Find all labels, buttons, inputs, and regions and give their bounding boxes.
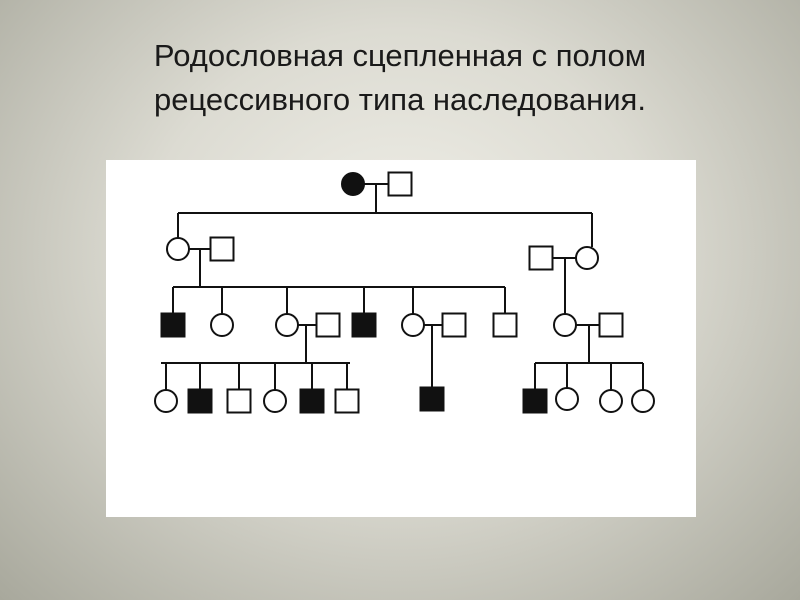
female-unaffected-symbol: [575, 246, 599, 270]
female-unaffected-symbol: [275, 313, 299, 337]
male-affected-symbol: [351, 312, 377, 338]
female-unaffected-symbol: [555, 387, 579, 411]
pedigree-chart: [154, 171, 655, 414]
female-unaffected-symbol: [166, 237, 190, 261]
slide-title-line-1: Родословная сцепленная с полом: [153, 38, 647, 73]
female-unaffected-symbol: [154, 389, 178, 413]
female-unaffected-symbol: [401, 313, 425, 337]
female-unaffected-symbol: [210, 313, 234, 337]
slide-title: Родословная сцепленная с полом рецессивн…: [0, 34, 800, 122]
female-unaffected-symbol: [263, 389, 287, 413]
male-unaffected-symbol: [315, 312, 341, 338]
female-affected-symbol: [341, 172, 365, 196]
male-unaffected-symbol: [598, 312, 624, 338]
slide-title-line-2: рецессивного типа наследования.: [154, 82, 646, 117]
male-unaffected-symbol: [528, 245, 554, 271]
male-affected-symbol: [160, 312, 186, 338]
female-unaffected-symbol: [553, 313, 577, 337]
male-affected-symbol: [522, 388, 548, 414]
male-affected-symbol: [187, 388, 213, 414]
pedigree-panel: [106, 160, 696, 517]
female-unaffected-symbol: [599, 389, 623, 413]
male-unaffected-symbol: [334, 388, 360, 414]
male-unaffected-symbol: [441, 312, 467, 338]
female-unaffected-symbol: [631, 389, 655, 413]
male-affected-symbol: [299, 388, 325, 414]
male-unaffected-symbol: [492, 312, 518, 338]
male-unaffected-symbol: [226, 388, 252, 414]
male-affected-symbol: [419, 386, 445, 412]
male-unaffected-symbol: [387, 171, 413, 197]
male-unaffected-symbol: [209, 236, 235, 262]
